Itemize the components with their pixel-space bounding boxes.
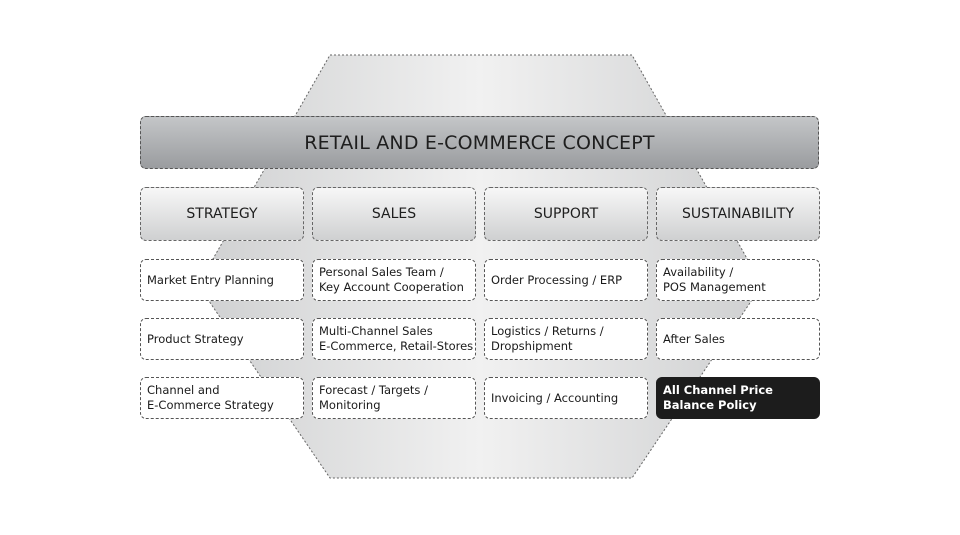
column-header-strategy: STRATEGY xyxy=(140,187,304,241)
cell-availability-pos: Availability / POS Management xyxy=(656,259,820,301)
cell-market-entry-planning: Market Entry Planning xyxy=(140,259,304,301)
column-header-support: SUPPORT xyxy=(484,187,648,241)
cell-channel-ecommerce-strategy: Channel and E-Commerce Strategy xyxy=(140,377,304,419)
page-title: RETAIL AND E-COMMERCE CONCEPT xyxy=(140,116,819,169)
cell-product-strategy: Product Strategy xyxy=(140,318,304,360)
cell-logistics-returns: Logistics / Returns / Dropshipment xyxy=(484,318,648,360)
cell-price-balance-policy: All Channel Price Balance Policy xyxy=(656,377,820,419)
cell-invoicing-accounting: Invoicing / Accounting xyxy=(484,377,648,419)
cell-multi-channel-sales: Multi-Channel Sales E-Commerce, Retail-S… xyxy=(312,318,476,360)
column-header-sustainability: SUSTAINABILITY xyxy=(656,187,820,241)
cell-order-processing: Order Processing / ERP xyxy=(484,259,648,301)
cell-after-sales: After Sales xyxy=(656,318,820,360)
cell-forecast-targets: Forecast / Targets / Monitoring xyxy=(312,377,476,419)
cell-personal-sales-team: Personal Sales Team / Key Account Cooper… xyxy=(312,259,476,301)
column-header-sales: SALES xyxy=(312,187,476,241)
